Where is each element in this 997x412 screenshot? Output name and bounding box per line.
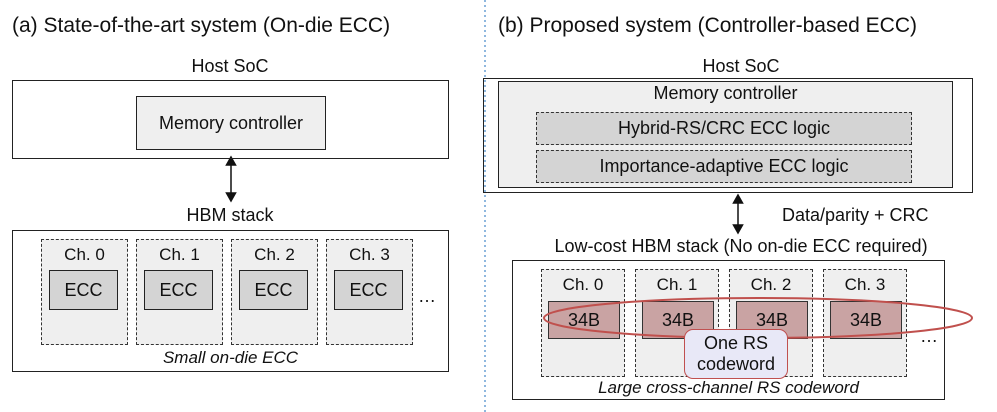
- channel-label: Ch. 0: [64, 245, 105, 264]
- ecc-block-label: ECC: [159, 279, 198, 300]
- panel-b-memory-controller-label: Memory controller: [653, 83, 798, 103]
- channel-label: Ch. 1: [656, 275, 698, 294]
- panel-a-channel: Ch. 2 ECC: [231, 239, 318, 345]
- panel-a-ellipsis: …: [418, 286, 436, 306]
- ecc-block: ECC: [239, 270, 308, 310]
- panel-a-caption: Small on-die ECC: [162, 348, 299, 367]
- panel-b-host-soc-box: Memory controller Hybrid-RS/CRC ECC logi…: [483, 78, 973, 193]
- double-arrow-a: [225, 155, 237, 203]
- channel-label: Ch. 1: [159, 245, 200, 264]
- panel-a-title: (a) State-of-the-art system (On-die ECC): [12, 14, 391, 37]
- panel-a-memory-controller: Memory controller: [136, 96, 326, 150]
- panel-b-host-label: Host SoC: [702, 56, 780, 76]
- panel-b-caption: Large cross-channel RS codeword: [598, 378, 859, 397]
- codeword-segment-label: 34B: [849, 309, 883, 330]
- double-arrow-b: [732, 193, 744, 235]
- panel-a-channel: Ch. 0 ECC: [41, 239, 128, 345]
- channel-label: Ch. 2: [750, 275, 792, 294]
- channel-label: Ch. 0: [562, 275, 604, 294]
- codeword-segment: 34B: [548, 301, 620, 339]
- ecc-block-label: ECC: [254, 279, 293, 300]
- channel-label: Ch. 2: [254, 245, 295, 264]
- panel-a-stack-label: HBM stack: [186, 205, 274, 225]
- panel-a-memory-controller-label: Memory controller: [158, 112, 304, 133]
- panel-a-channel: Ch. 1 ECC: [136, 239, 223, 345]
- codeword-segment-label: 34B: [755, 309, 789, 330]
- panel-a-host-soc-box: Memory controller: [12, 80, 449, 159]
- panel-a-host-label: Host SoC: [191, 56, 269, 76]
- callout-line-1: One RS: [703, 333, 769, 354]
- panel-b-stack-label: Low-cost HBM stack (No on-die ECC requir…: [554, 236, 928, 256]
- callout-line-2: codeword: [696, 354, 776, 374]
- panel-a-channel: Ch. 3 ECC: [326, 239, 413, 345]
- ecc-block-label: ECC: [349, 279, 388, 300]
- panel-b-memory-controller: Memory controller Hybrid-RS/CRC ECC logi…: [498, 81, 953, 188]
- importance-adaptive-logic: Importance-adaptive ECC logic: [536, 150, 912, 183]
- ecc-block: ECC: [49, 270, 118, 310]
- codeword-segment-label: 34B: [567, 309, 601, 330]
- rs-codeword-callout: One RS codeword: [684, 329, 788, 379]
- ecc-block: ECC: [334, 270, 403, 310]
- panel-b-link-label: Data/parity + CRC: [782, 205, 929, 225]
- channel-label: Ch. 3: [349, 245, 390, 264]
- channel-label: Ch. 3: [844, 275, 886, 294]
- ecc-block: ECC: [144, 270, 213, 310]
- importance-adaptive-logic-label: Importance-adaptive ECC logic: [599, 156, 849, 176]
- codeword-segment-label: 34B: [661, 309, 695, 330]
- ecc-block-label: ECC: [64, 279, 103, 300]
- hybrid-rs-crc-logic: Hybrid-RS/CRC ECC logic: [536, 112, 912, 145]
- panel-b-channel: Ch. 0 34B: [541, 269, 625, 377]
- panel-a-hbm-stack-box: Ch. 0 ECC Ch. 1 ECC Ch. 2 ECC Ch. 3 ECC …: [12, 230, 449, 372]
- panel-b-title: (b) Proposed system (Controller-based EC…: [498, 14, 917, 37]
- panel-b-hbm-stack-box: Ch. 0 34B Ch. 1 34B Ch. 2 34B Ch. 3 34B …: [512, 260, 945, 400]
- hybrid-rs-crc-logic-label: Hybrid-RS/CRC ECC logic: [617, 118, 831, 138]
